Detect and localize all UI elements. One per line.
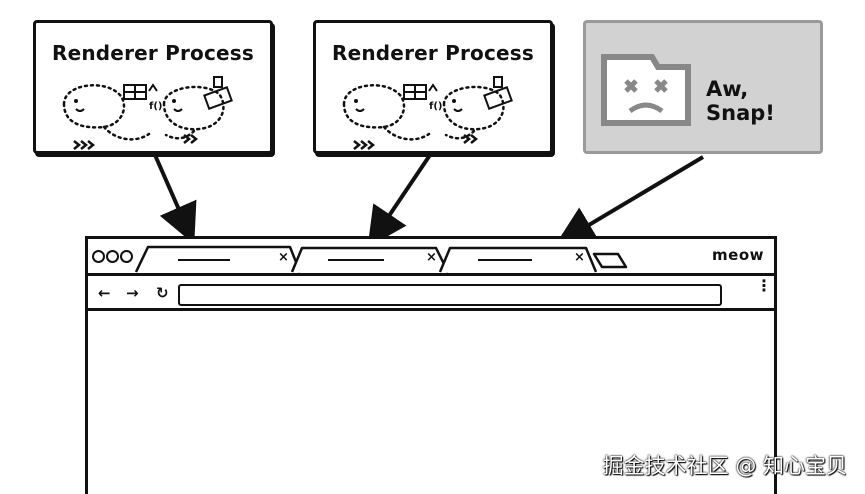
crash-message: Aw, Snap! xyxy=(706,77,775,125)
address-bar[interactable] xyxy=(178,284,722,306)
renderer-process-title-1: Renderer Process xyxy=(51,41,255,65)
window-maximize-dot[interactable] xyxy=(120,250,133,263)
svg-text:f(): f() xyxy=(429,101,443,112)
browser-titlebar: × × × meow xyxy=(88,239,774,273)
back-arrow-icon[interactable]: ← xyxy=(98,284,111,302)
watermark: 掘金技术社区 @ 知心宝贝 xyxy=(602,454,847,478)
arrow-process-2-to-tab-2 xyxy=(367,153,432,248)
renderer-process-box-1: Renderer Process f() xyxy=(33,20,273,154)
tab-1-title-placeholder xyxy=(178,259,230,261)
browser-brand-label: meow xyxy=(712,246,764,264)
crashed-renderer-box: Aw, Snap! xyxy=(583,20,823,154)
window-minimize-dot[interactable] xyxy=(106,250,119,263)
arrow-crash-to-tab-3 xyxy=(555,155,705,246)
tab-1-close-icon[interactable]: × xyxy=(278,250,289,265)
browser-toolbar: ← → ↻ ⋮ xyxy=(88,273,774,311)
sad-tab-icon xyxy=(601,54,691,126)
tab-3-title-placeholder xyxy=(478,259,532,261)
kebab-menu-icon[interactable]: ⋮ xyxy=(756,276,772,295)
renderer-process-illustration-1: f() xyxy=(62,76,233,150)
arrow-process-1-to-tab-1 xyxy=(153,154,197,245)
tab-3-close-icon[interactable]: × xyxy=(574,250,585,265)
reload-icon[interactable]: ↻ xyxy=(156,284,169,302)
renderer-process-title-2: Renderer Process xyxy=(331,41,535,65)
tab-2-close-icon[interactable]: × xyxy=(426,250,437,265)
new-tab-button[interactable] xyxy=(592,252,628,269)
renderer-process-box-2: Renderer Process f() xyxy=(313,20,553,154)
renderer-process-illustration-2: f() xyxy=(342,76,513,150)
browser-window: × × × meow ← → ↻ ⋮ xyxy=(85,236,777,494)
tab-2-title-placeholder xyxy=(328,259,384,261)
forward-arrow-icon[interactable]: → xyxy=(126,284,139,302)
svg-text:f(): f() xyxy=(149,101,163,112)
window-close-dot[interactable] xyxy=(92,250,105,263)
